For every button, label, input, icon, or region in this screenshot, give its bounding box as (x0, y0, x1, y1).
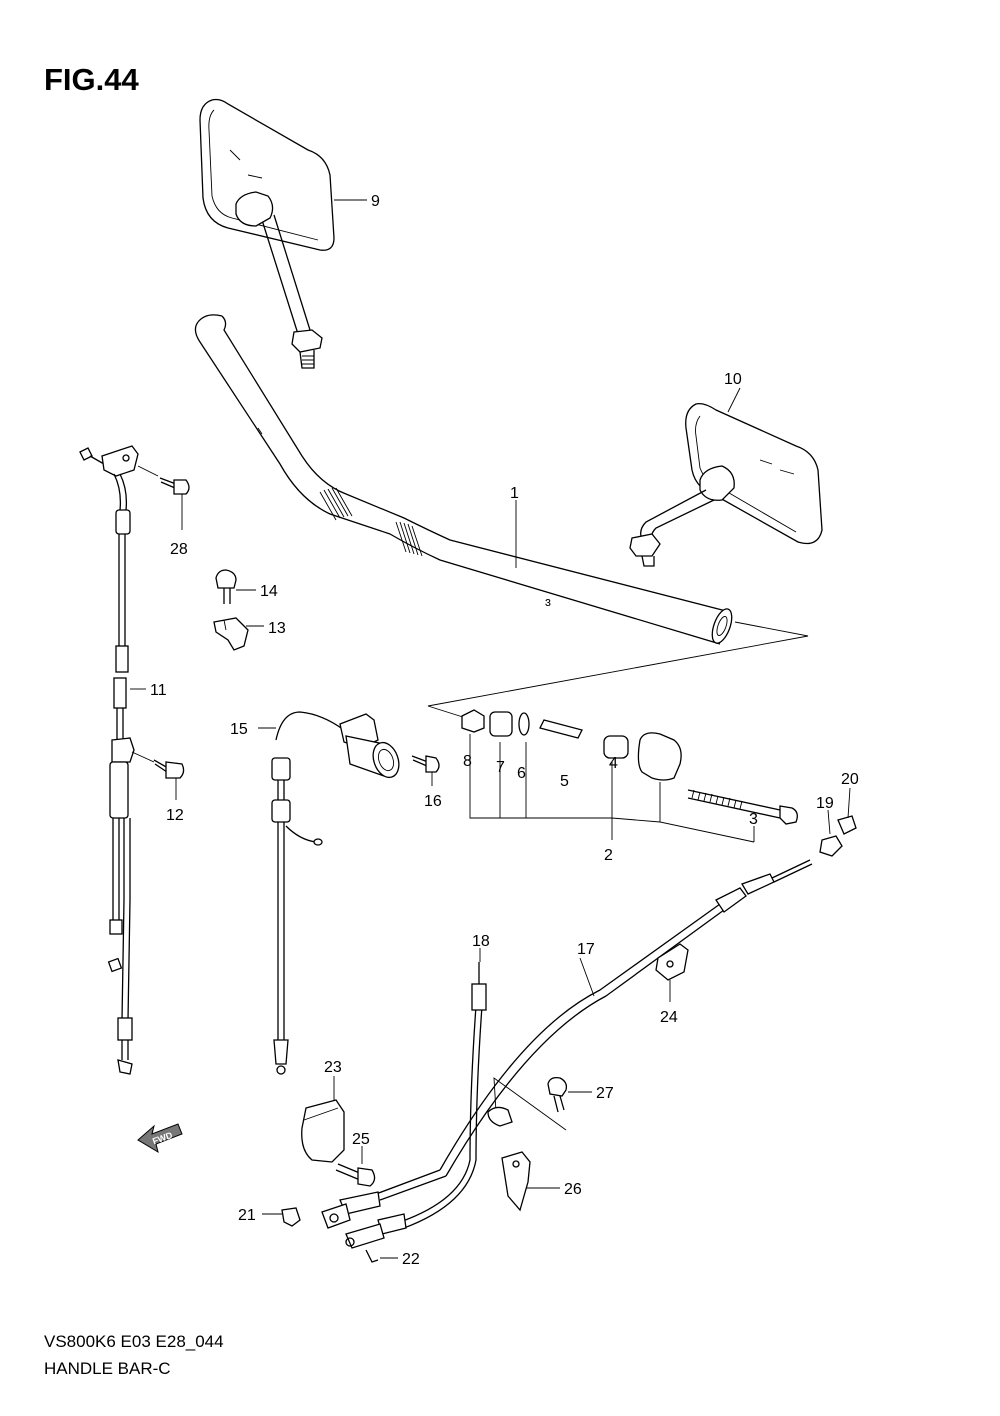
callout-8: 8 (463, 753, 472, 770)
mirror-left (199, 98, 335, 369)
holder-23 (301, 1099, 345, 1163)
fwd-arrow-icon: FWD (137, 1123, 183, 1154)
callout-17: 17 (577, 941, 595, 958)
callout-20: 20 (841, 771, 859, 788)
bracket-24 (655, 943, 689, 981)
callout-27: 27 (596, 1085, 614, 1102)
handlebar-mark: ɜ (545, 594, 551, 609)
bolt-12 (153, 759, 185, 779)
callout-28: 28 (170, 541, 188, 558)
mirror-right (629, 402, 823, 567)
callout-25: 25 (352, 1131, 370, 1148)
screw-28 (159, 477, 190, 495)
callout-26: 26 (564, 1181, 582, 1198)
callout-21: 21 (238, 1207, 256, 1224)
pin-21 (281, 1207, 301, 1227)
clutch-cable-17 (321, 815, 857, 1229)
callout-14: 14 (260, 583, 278, 600)
cable-15 (271, 711, 400, 1075)
callout-4: 4 (609, 755, 618, 772)
callout-1: 1 (510, 485, 519, 502)
throttle-cable (79, 445, 139, 1075)
bolt-27 (547, 1076, 568, 1113)
section-name: HANDLE BAR-C (44, 1359, 171, 1378)
callout-12: 12 (166, 807, 184, 824)
callout-7: 7 (496, 759, 505, 776)
callout-6: 6 (517, 765, 526, 782)
brake-cable-18 (345, 962, 487, 1249)
callout-16: 16 (424, 793, 442, 810)
callout-22: 22 (402, 1251, 420, 1268)
screw-16 (411, 755, 440, 773)
callout-23: 23 (324, 1059, 342, 1076)
callout-9: 9 (371, 193, 380, 210)
handlebar: ɜ (194, 314, 733, 645)
callout-3: 3 (749, 811, 758, 828)
callout-2: 2 (604, 847, 613, 864)
callout-15: 15 (230, 721, 248, 738)
clip-22 (365, 1249, 379, 1263)
callout-11: 11 (150, 682, 167, 699)
callout-18: 18 (472, 933, 490, 950)
fwd-label: FWD (151, 1130, 174, 1147)
callout-24: 24 (660, 1009, 678, 1026)
balancer-assembly (461, 709, 798, 825)
bracket-26 (487, 1077, 567, 1212)
bolt-14 (215, 569, 237, 604)
clamp-13 (213, 617, 249, 651)
callout-10: 10 (724, 371, 742, 388)
bolt-25 (335, 1163, 376, 1187)
figure-title: FIG.44 (44, 62, 139, 97)
model-code: VS800K6 E03 E28_044 (44, 1332, 224, 1351)
callout-5: 5 (560, 773, 569, 790)
callout-19: 19 (816, 795, 834, 812)
callout-13: 13 (268, 620, 286, 637)
